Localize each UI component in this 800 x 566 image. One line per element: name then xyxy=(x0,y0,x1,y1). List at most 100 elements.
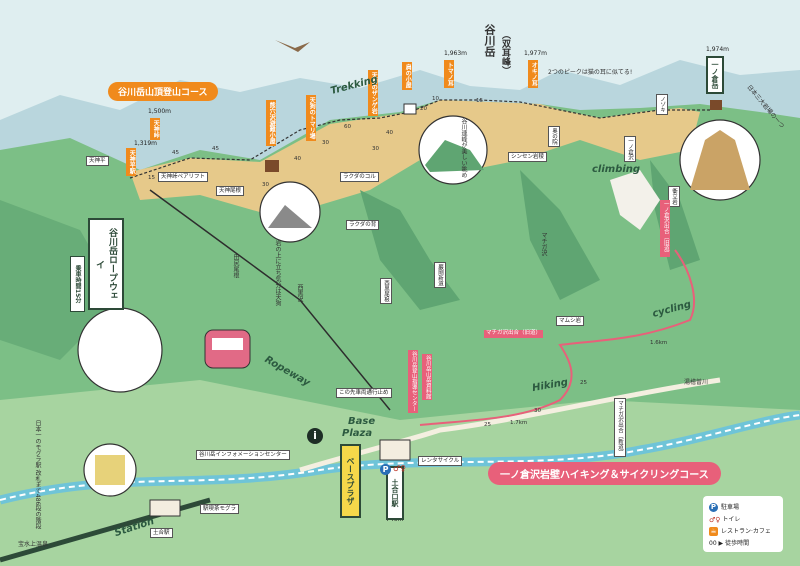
gondola-window xyxy=(212,338,243,350)
hut-kata xyxy=(403,103,417,115)
cliff-shape xyxy=(690,130,750,190)
label-okunoin: 奥の院 xyxy=(548,126,561,147)
trail-time-2: 45 xyxy=(172,150,179,156)
ropeway-cable xyxy=(149,189,391,411)
tag-tenjintoge[interactable]: 天神峠 xyxy=(150,118,161,140)
label-iwakabu: 巖剛新道 xyxy=(434,262,447,288)
label-futatsu-peak: 2つのピークは猫の耳に似てる! xyxy=(548,69,633,76)
label-machigazawa-deai2: マチガ沢出合（新道） xyxy=(614,398,627,457)
elev-tomanomimi: 1,963m xyxy=(444,50,468,57)
legend-toilet-label: トイレ xyxy=(722,516,741,523)
trail-time-7: 60 xyxy=(344,124,351,130)
doai-station-box[interactable]: 土合口駅 xyxy=(386,466,404,520)
tag-tomanomimi[interactable]: トマノ耳 xyxy=(444,60,455,88)
label-lift: 天神峠ペアリフト xyxy=(158,172,209,183)
script-plaza: Plaza xyxy=(342,428,373,439)
hut-kumaana xyxy=(265,160,279,172)
rock-face xyxy=(610,170,660,230)
tanigawadake-title: 谷川岳 xyxy=(483,24,496,57)
trail-time-8: 30 xyxy=(372,146,379,152)
label-ichinokura-deai[interactable]: 一ノ倉沢出合（旧道） xyxy=(660,200,670,257)
tag-katano-koya[interactable]: 肩の小屋 xyxy=(402,62,413,90)
script-climbing: climbing xyxy=(592,164,641,175)
script-base: Base xyxy=(348,416,376,427)
hut-ichinokura xyxy=(710,100,722,110)
eagle xyxy=(275,40,310,52)
trail-time-10: 20 xyxy=(420,106,427,112)
ropeway-ride: 乗車時間15分 xyxy=(70,256,85,312)
hiking-trail xyxy=(419,249,695,426)
summit-course-banner: 谷川岳山頂登山コース xyxy=(108,82,218,101)
info-icon[interactable]: i xyxy=(307,428,323,444)
label-road-end: この先車両通行止め xyxy=(336,388,392,399)
label-mamushi: マムシ岩 xyxy=(556,316,585,327)
base-plaza-box[interactable]: ベースプラザ xyxy=(340,444,361,518)
tag-tengu-zangeiwa[interactable]: 天狗のザンゲ岩 xyxy=(368,70,379,116)
tag-tengu-tomariba[interactable]: 天狗のトマリ場 xyxy=(306,95,317,141)
trail-time-4: 30 xyxy=(262,182,269,188)
trail-time-1: 15 xyxy=(148,175,155,181)
view-range xyxy=(425,140,484,172)
stairs-light xyxy=(95,455,125,485)
elev-ichinokura: 1,974m xyxy=(706,46,730,53)
tanigawadake-subtitle: （双耳峰） xyxy=(500,30,510,75)
label-nozoki: ノゾキ xyxy=(656,94,669,115)
label-registration[interactable]: 谷川岳登山指導センター xyxy=(408,350,418,413)
label-rental: レンタサイクル xyxy=(418,456,463,467)
trail-time-9: 40 xyxy=(386,130,393,136)
valley-2 xyxy=(520,170,600,300)
trail-time-5: 40 xyxy=(294,156,301,162)
label-mogura: 駅喫茶モグラ xyxy=(200,504,240,515)
trail-time-12: 15 xyxy=(476,98,483,104)
trail-time-3: 45 xyxy=(212,146,219,152)
label-hot-spring: 宝水上温泉 xyxy=(18,541,49,548)
label-museum[interactable]: 谷川岳山岳資料館 xyxy=(422,354,432,400)
label-rakuda-col: ラクダのコル xyxy=(340,172,379,183)
ichinokura-course-banner: 一ノ倉沢岩壁ハイキング＆サイクリングコース xyxy=(488,462,721,485)
legend-parking-label: 駐車場 xyxy=(721,504,740,511)
doai-station-building xyxy=(149,499,181,517)
tag-okinomimi[interactable]: オキノ耳 xyxy=(528,60,539,88)
valley-3 xyxy=(650,160,700,270)
elev-tenjindaira: 1,319m xyxy=(134,140,158,147)
tag-kumaana[interactable]: 熊穴沢避難小屋 xyxy=(266,100,277,146)
label-nishiguro-sawa: 西黒沢 xyxy=(296,284,303,302)
label-mountain-view-note: 谷川連峰が美しい眺め xyxy=(460,118,467,178)
label-tenjin-ridge: 天神尾根 xyxy=(216,186,245,197)
label-view-note: 岩の上に立ち気分は天狗 xyxy=(274,240,281,306)
toilet-icon[interactable]: ♂♀ xyxy=(393,464,407,473)
label-shinsen: シンセン岩稜 xyxy=(508,152,548,163)
label-machigazawa-deai[interactable]: マチガ沢出合（旧道） xyxy=(484,330,544,338)
trail-time-14: 30 xyxy=(534,408,541,414)
label-ichinokura-sawa: 一ノ倉沢 xyxy=(624,136,637,162)
summit-trail xyxy=(129,99,710,179)
label-doai-sta: 土合駅 xyxy=(150,528,173,539)
base-plaza-building xyxy=(379,439,411,461)
distance-1: 1.7km xyxy=(510,420,528,426)
label-tajiri: 田尻尾根 xyxy=(232,254,239,278)
legend-walk-marks: 00 ▶ xyxy=(709,540,724,547)
label-yubiso: 湯檜曽川 xyxy=(684,379,709,386)
label-nishiguro: 西黒尾根 xyxy=(380,278,393,304)
distance-2: 1.6km xyxy=(650,340,668,346)
label-rakuda-back: ラクダの背 xyxy=(346,220,380,231)
elev-okinomimi: 1,977m xyxy=(524,50,548,57)
legend-cafe-label: レストラン·カフェ xyxy=(721,528,771,535)
label-kinuta: 衝立岩 xyxy=(668,186,681,207)
tengu-rock xyxy=(268,205,312,228)
legend-toilet-icon: ♂♀ xyxy=(709,515,721,524)
legend-cafe-icon: ☕ xyxy=(709,527,718,536)
label-tenjindaira: 天神平 xyxy=(86,156,109,167)
trail-time-11: 10 xyxy=(432,96,439,102)
tag-tenjindaira[interactable]: 天神平駅 xyxy=(126,148,137,176)
parking-icon[interactable]: P xyxy=(380,464,391,475)
label-info: 谷川岳インフォメーションセンター xyxy=(196,450,290,461)
legend-walk-label: 徒歩時間 xyxy=(725,540,750,547)
trail-time-6: 30 xyxy=(322,140,329,146)
legend-parking-icon: P xyxy=(709,503,718,512)
ropeway-title: 谷川岳ロープウェイ xyxy=(88,218,124,310)
trail-time-13: 25 xyxy=(484,422,491,428)
label-mogura-note: 日本一のモグラ駅 改札まで486段の階段 xyxy=(34,420,41,530)
